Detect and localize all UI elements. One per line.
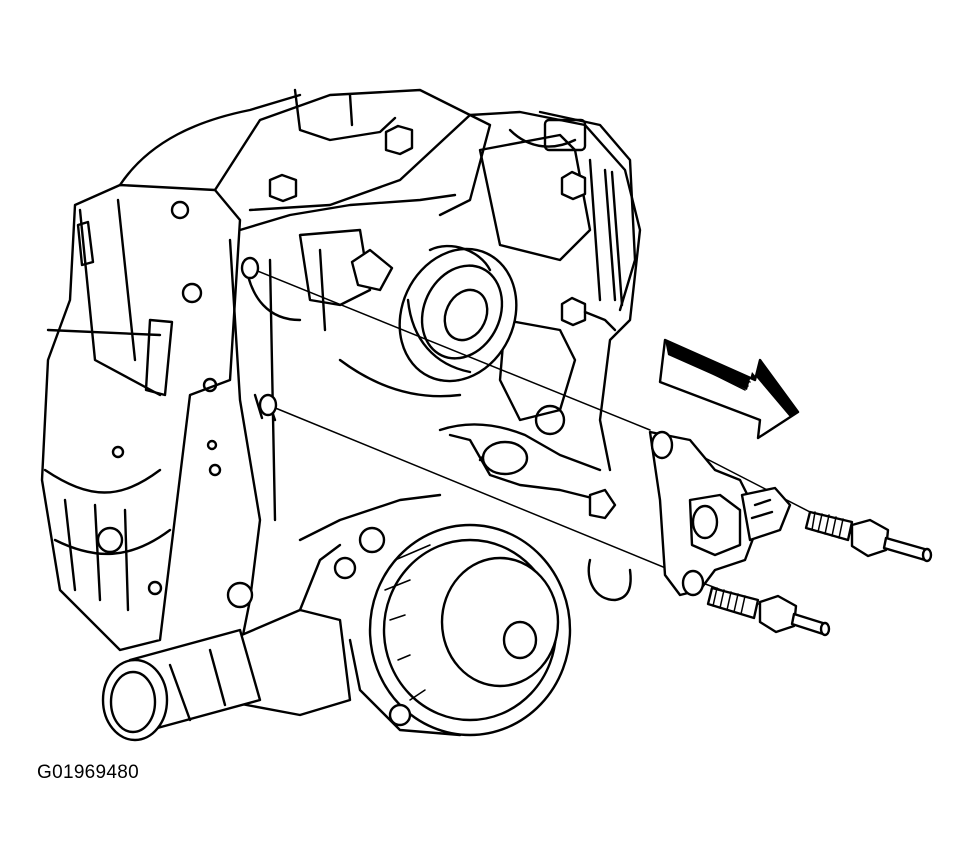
top-bolts bbox=[270, 126, 615, 330]
bolt-upper bbox=[806, 512, 931, 561]
bracket bbox=[650, 432, 790, 595]
mount-holes bbox=[242, 258, 276, 415]
water-pump bbox=[228, 425, 631, 735]
idler-pulley bbox=[352, 230, 537, 401]
transmission-housing bbox=[42, 95, 300, 650]
bolt-lower bbox=[708, 588, 829, 635]
direction-arrow-icon bbox=[660, 340, 798, 438]
engine-block bbox=[204, 90, 640, 650]
figure-id-label: G01969480 bbox=[37, 762, 140, 783]
coolant-outlet bbox=[103, 545, 350, 740]
